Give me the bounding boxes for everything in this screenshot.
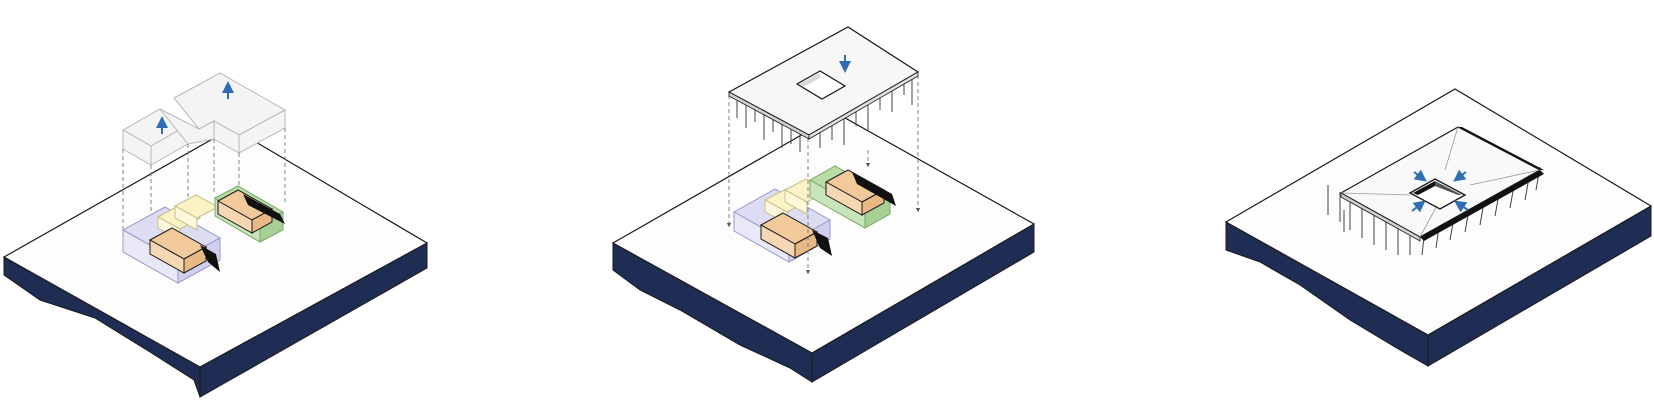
panel-1: [2, 72, 429, 398]
pavilion: [1327, 126, 1544, 256]
arrow-inward-icon: [1413, 169, 1427, 182]
lifted-volumes: [121, 72, 287, 248]
arrow-inward-icon: [1453, 169, 1467, 182]
base-volumes-2: [732, 165, 896, 263]
arrow-inward-icon: [1411, 200, 1426, 213]
panel-3: [1224, 88, 1653, 367]
courtyard-opening: [1408, 178, 1467, 210]
arrow-inward-icon: [1454, 200, 1469, 213]
base-volumes-1: [121, 185, 285, 284]
roof-plate: [727, 26, 920, 152]
roof-opening: [795, 70, 847, 100]
panel-2: [611, 26, 1036, 383]
